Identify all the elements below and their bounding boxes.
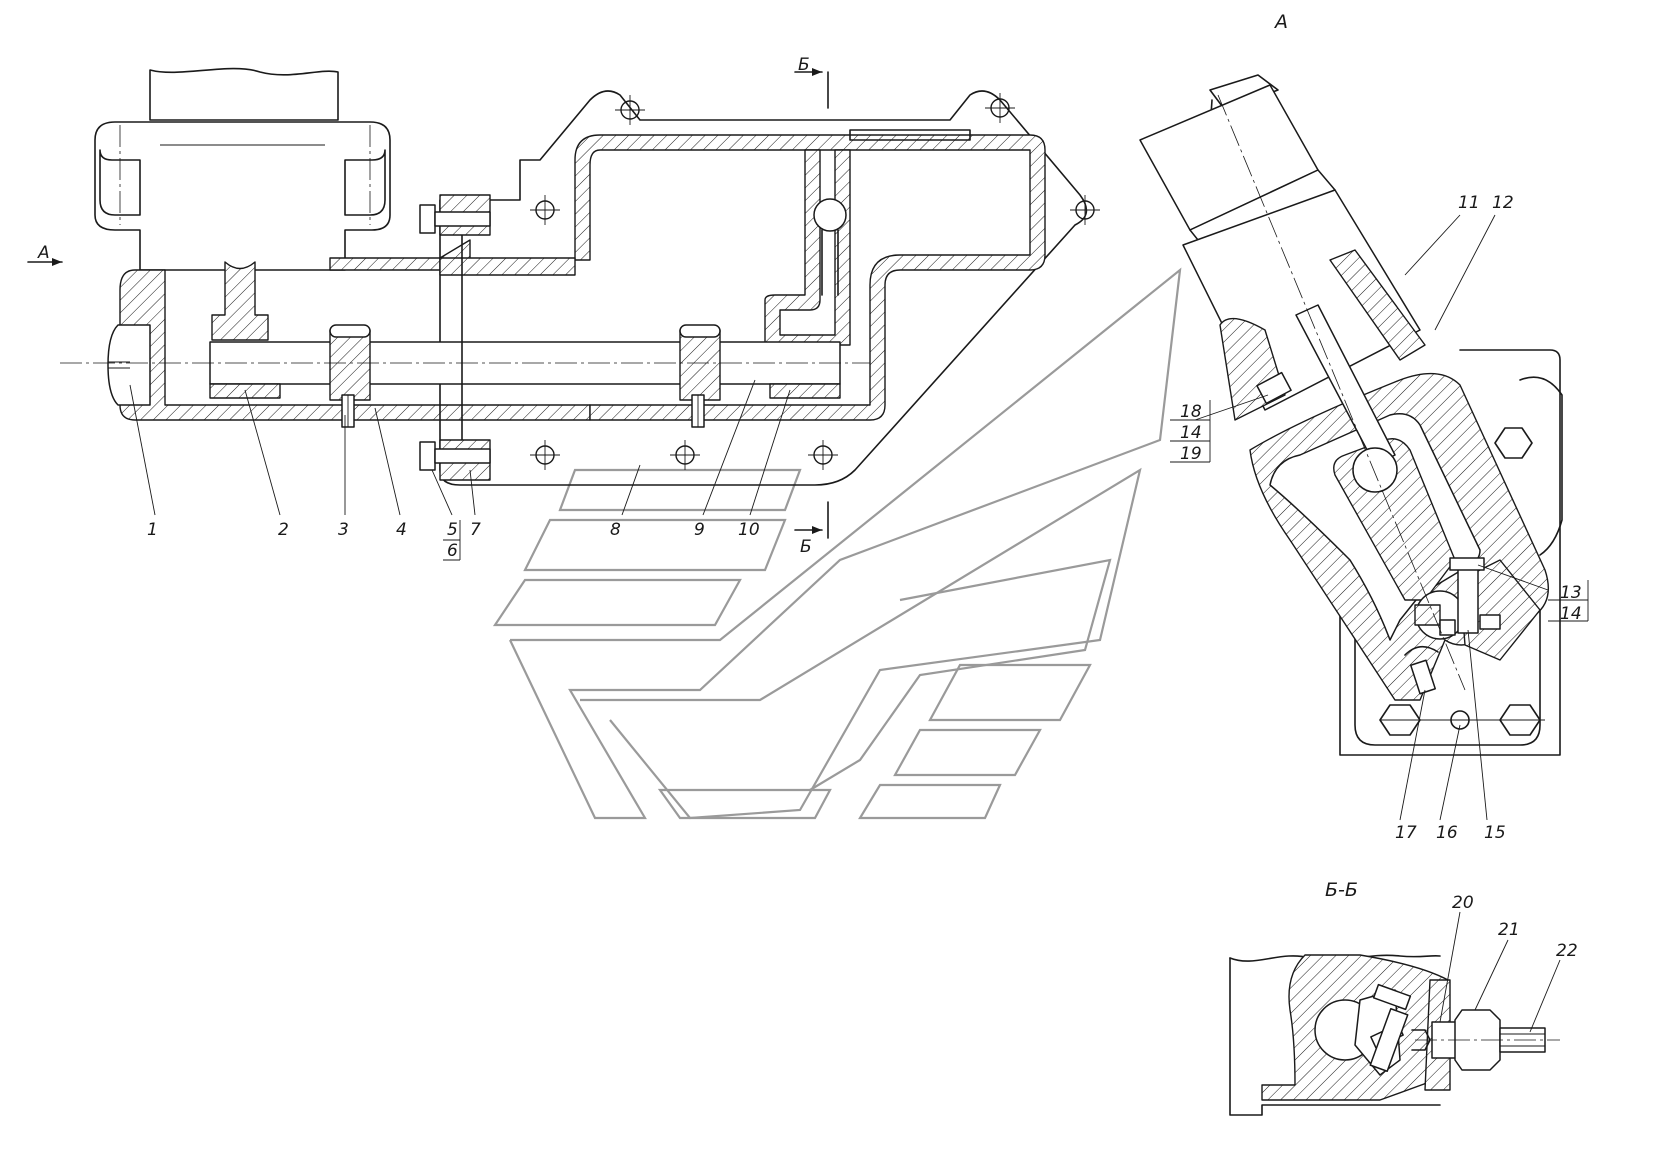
callout-2: 2 (278, 520, 289, 540)
cut-label-b-bottom: Б (800, 537, 812, 557)
callout-13: 13 (1560, 583, 1582, 603)
section-callouts: 20 21 22 (1452, 893, 1578, 961)
cut-label-b-top: Б (798, 55, 810, 75)
arrow-label-a: А (37, 243, 50, 263)
callout-4: 4 (396, 520, 407, 540)
callout-11: 11 (1458, 193, 1480, 213)
callout-19: 19 (1180, 444, 1202, 464)
callout-21: 21 (1498, 920, 1520, 940)
callout-20: 20 (1452, 893, 1474, 913)
main-callouts: 1 2 3 4 5 6 7 8 9 10 (147, 520, 760, 561)
view-a: А (1139, 11, 1589, 821)
callout-15: 15 (1484, 823, 1506, 843)
callout-5: 5 (447, 520, 458, 540)
view-a-title: А (1273, 11, 1288, 33)
callout-7: 7 (470, 520, 481, 540)
callout-14-left: 14 (1180, 423, 1202, 443)
callout-16: 16 (1436, 823, 1458, 843)
view-a-callouts: 11 12 13 14 15 16 17 18 14 19 (1180, 193, 1582, 843)
callout-10: 10 (738, 520, 760, 540)
section-bb: Б-Б (1229, 879, 1561, 1116)
section-bb-title: Б-Б (1325, 879, 1358, 901)
callout-8: 8 (610, 520, 621, 540)
callout-22: 22 (1556, 941, 1578, 961)
callout-6: 6 (447, 541, 458, 561)
callout-17: 17 (1395, 823, 1417, 843)
callout-1: 1 (147, 520, 158, 540)
callout-12: 12 (1492, 193, 1514, 213)
callout-18: 18 (1180, 402, 1202, 422)
callout-3: 3 (338, 520, 349, 540)
main-view: Б Б А (27, 55, 1100, 557)
watermark-logo (492, 267, 1182, 820)
callout-14-right: 14 (1560, 604, 1582, 624)
callout-9: 9 (694, 520, 705, 540)
